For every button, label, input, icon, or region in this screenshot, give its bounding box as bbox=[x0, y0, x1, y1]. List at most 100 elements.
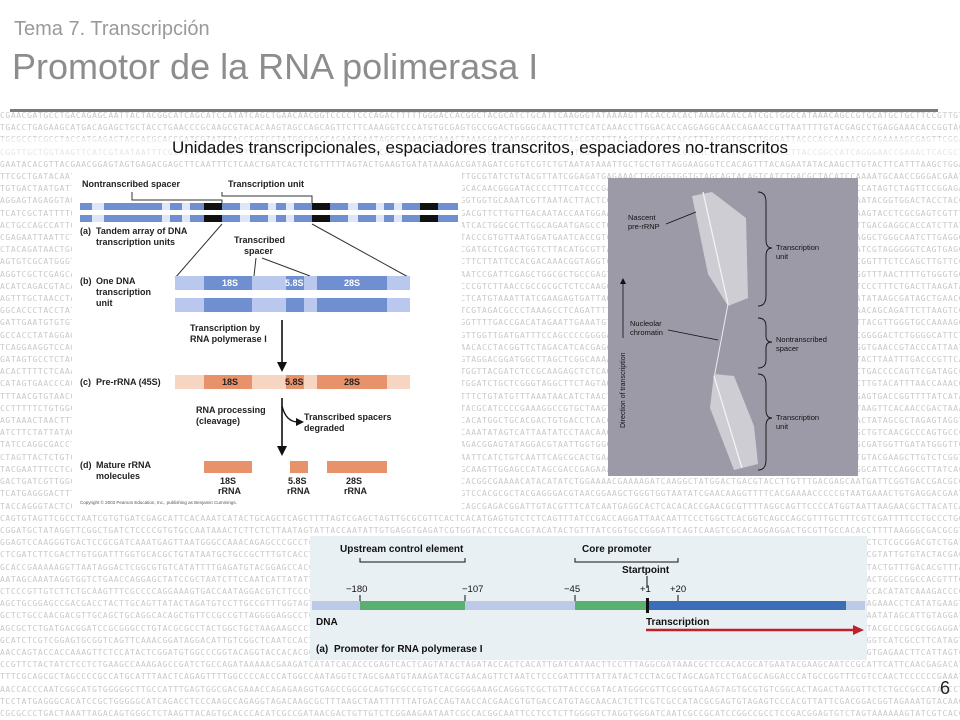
mature-18s-bar bbox=[204, 461, 252, 473]
bracket-core bbox=[574, 558, 679, 563]
brace-unit-bottom bbox=[757, 373, 773, 471]
label-spacers-degraded-l2: degraded bbox=[304, 423, 345, 433]
mature-28s-bar bbox=[327, 461, 387, 473]
label-transcription: Transcription bbox=[646, 617, 709, 628]
caption-b-letter: (b) bbox=[80, 276, 92, 286]
rrna-transcription-diagram: Nontranscribed spacer Transcription unit… bbox=[72, 170, 462, 510]
caption-b-line1: One DNA bbox=[96, 276, 136, 286]
label-nascent-l2: pre-rRNP bbox=[628, 222, 660, 231]
startpoint-marker bbox=[646, 598, 649, 613]
tandem-light-blocks bbox=[92, 203, 402, 222]
caption-a-line1: Tandem array of DNA bbox=[96, 226, 188, 236]
label-rna-processing-l1: RNA processing bbox=[196, 405, 266, 415]
pos-m180: −180 bbox=[346, 584, 367, 595]
unit-coding-segments bbox=[204, 276, 387, 312]
slide-title: Promotor de la RNA polimerasa I bbox=[12, 46, 539, 87]
nucleolar-chromatin-fiber bbox=[713, 303, 729, 379]
promoter-panel-background bbox=[310, 536, 867, 660]
label-core-promoter: Core promoter bbox=[582, 544, 652, 555]
caption-promoter: Promoter for RNA polymerase I bbox=[334, 644, 483, 655]
segment-28s: 28S bbox=[344, 278, 360, 288]
label-dna: DNA bbox=[316, 617, 338, 628]
bracket-unit bbox=[221, 192, 313, 206]
promoter-diagram: Upstream control element Core promoter S… bbox=[310, 536, 867, 660]
pointer-nucleolar bbox=[667, 329, 719, 341]
caption-a-line2: transcription units bbox=[96, 237, 175, 247]
caption-c: Pre-rRNA (45S) bbox=[96, 377, 161, 387]
label-spacers-degraded-l1: Transcribed spacers bbox=[304, 412, 392, 422]
label-unit-top-l2: unit bbox=[776, 252, 789, 261]
arrow-spacers-degraded bbox=[281, 405, 299, 423]
label-nontranscribed-spacer: Nontranscribed spacer bbox=[82, 179, 181, 189]
arrowhead-transcription bbox=[277, 362, 287, 372]
zoom-line-right bbox=[311, 223, 411, 279]
label-transcription-unit: Transcription unit bbox=[228, 179, 304, 189]
label-nucleolar-l2: chromatin bbox=[630, 328, 663, 337]
pre-segment-58s: 5.8S bbox=[285, 377, 304, 387]
caption-b-line2: transcription bbox=[96, 287, 151, 297]
label-nucleolar-l1: Nucleolar bbox=[630, 319, 662, 328]
pos-m107: −107 bbox=[462, 584, 483, 595]
bracket-upstream bbox=[359, 558, 466, 563]
caption-b-line3: unit bbox=[96, 298, 113, 308]
pointer-nascent bbox=[665, 211, 697, 225]
upstream-element-bar bbox=[360, 601, 465, 610]
micrograph-svg: Nascent pre-rRNP Nucleolar chromatin Dir… bbox=[608, 178, 858, 476]
copyright-note: Copyright © 2003 Pearson Education, Inc.… bbox=[80, 499, 237, 505]
mature-28s-l2: rRNA bbox=[344, 486, 368, 496]
caption-d-letter: (d) bbox=[80, 460, 92, 470]
segment-58s: 5.8S bbox=[285, 278, 304, 288]
pointer-spacer-2 bbox=[261, 257, 311, 277]
label-startpoint: Startpoint bbox=[622, 565, 670, 576]
label-rna-processing-l2: (cleavage) bbox=[196, 416, 240, 426]
label-transcription-by-l2: RNA polymerase I bbox=[190, 334, 267, 344]
arrowhead-spacers-degraded bbox=[296, 418, 304, 426]
arrowhead-processing bbox=[277, 446, 287, 456]
label-nontranscribed-l2: spacer bbox=[776, 344, 799, 353]
pre-rrna-segments bbox=[204, 375, 387, 389]
transcription-tree-bottom bbox=[710, 374, 758, 470]
title-divider bbox=[10, 109, 938, 112]
rrna-diagram-svg: Nontranscribed spacer Transcription unit… bbox=[80, 179, 458, 505]
caption-d-line1: Mature rRNA bbox=[96, 460, 152, 470]
brace-nontranscribed bbox=[757, 317, 773, 369]
mature-58s-bar bbox=[290, 461, 308, 473]
label-nontranscribed-l1: Nontranscribed bbox=[776, 335, 827, 344]
label-upstream-control-element: Upstream control element bbox=[340, 544, 464, 555]
label-unit-bottom-l1: Transcription bbox=[776, 413, 819, 422]
mature-58s-l2: rRNA bbox=[287, 486, 311, 496]
transcription-tree-top bbox=[692, 191, 748, 306]
pos-m45: −45 bbox=[564, 584, 580, 595]
promoter-svg: Upstream control element Core promoter S… bbox=[310, 536, 867, 660]
tandem-black-blocks bbox=[204, 203, 438, 222]
mature-28s-l1: 28S bbox=[346, 476, 362, 486]
label-unit-top-l1: Transcription bbox=[776, 243, 819, 252]
mature-18s-l1: 18S bbox=[220, 476, 236, 486]
label-direction: Direction of transcription bbox=[620, 352, 627, 428]
pos-p20: +20 bbox=[670, 584, 686, 595]
position-ticks bbox=[359, 595, 679, 601]
segment-18s: 18S bbox=[222, 278, 238, 288]
brace-unit-top bbox=[757, 191, 773, 307]
pre-segment-18s: 18S bbox=[222, 377, 238, 387]
zoom-line-left bbox=[174, 223, 223, 279]
label-transcribed-spacer-l2: spacer bbox=[244, 246, 274, 256]
slide-number: 6 bbox=[939, 678, 950, 698]
micrograph-panel: Nascent pre-rRNP Nucleolar chromatin Dir… bbox=[608, 178, 858, 476]
caption-letter-a: (a) bbox=[316, 644, 328, 655]
slide-subtitle: Unidades transcripcionales, espaciadores… bbox=[0, 138, 960, 158]
mature-58s-l1: 5.8S bbox=[288, 476, 307, 486]
label-transcription-by-l1: Transcription by bbox=[190, 323, 260, 333]
arrowhead-direction bbox=[620, 278, 626, 284]
label-nascent-l1: Nascent bbox=[628, 213, 656, 222]
pointer-spacer-1 bbox=[253, 257, 257, 277]
pos-p1: +1 bbox=[640, 584, 651, 595]
label-transcribed-spacer-l1: Transcribed bbox=[234, 235, 285, 245]
arrowhead-transcription-direction bbox=[853, 625, 864, 635]
caption-a-letter: (a) bbox=[80, 226, 91, 236]
caption-c-letter: (c) bbox=[80, 377, 91, 387]
core-promoter-bar bbox=[575, 601, 678, 610]
caption-d-line2: molecules bbox=[96, 471, 140, 481]
slide-topic: Tema 7. Transcripción bbox=[14, 18, 210, 40]
label-unit-bottom-l2: unit bbox=[776, 422, 789, 431]
